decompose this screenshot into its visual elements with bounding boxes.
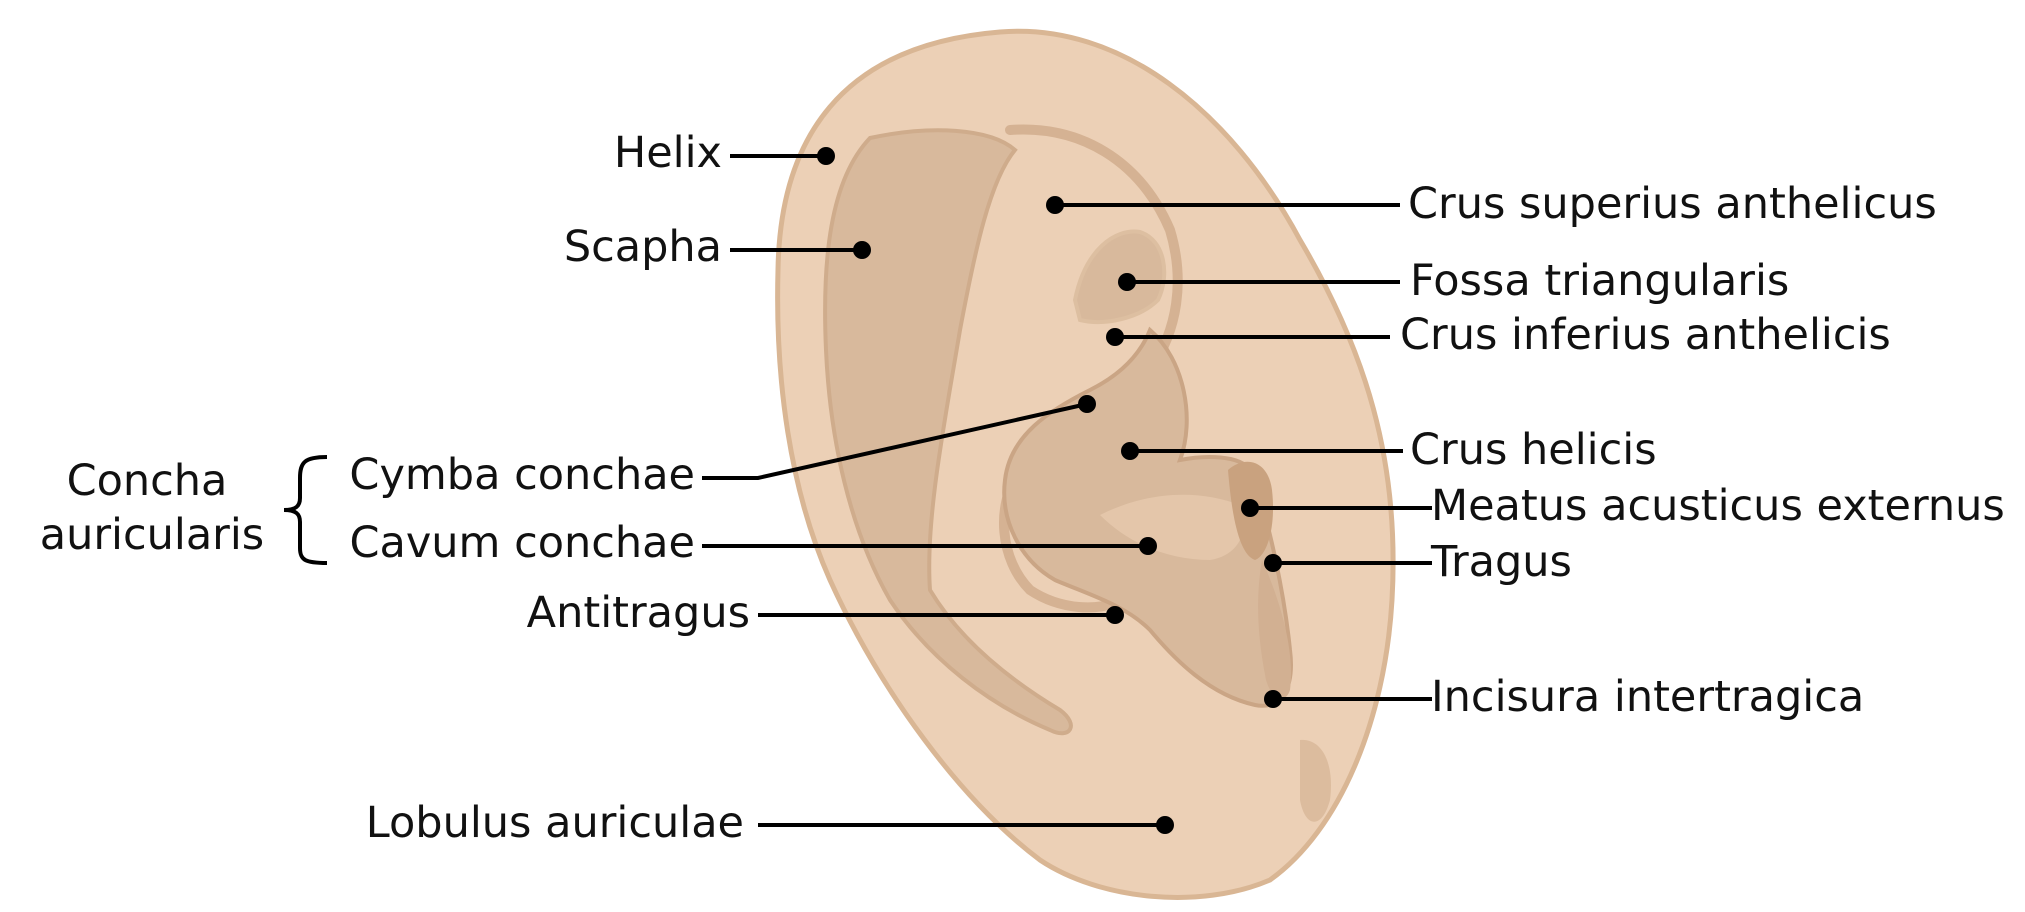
label-crus-inferius: Crus inferius anthelicis	[1400, 310, 1891, 360]
leader-cymba-conchae	[702, 402, 1088, 480]
label-tragus: Tragus	[1430, 537, 1572, 587]
label-concha-line2: auricularis	[40, 510, 264, 560]
dot-meatus	[1241, 499, 1259, 517]
leader-lines	[283, 147, 1432, 834]
dot-cavum-conchae	[1139, 537, 1157, 555]
label-concha-line1: Concha	[67, 456, 228, 506]
labels-left: Helix Scapha Concha auricularis Cymba co…	[40, 128, 750, 848]
dot-crus-superius	[1046, 196, 1064, 214]
dot-cymba-conchae	[1078, 395, 1096, 413]
label-cavum-conchae: Cavum conchae	[349, 518, 695, 568]
dot-tragus	[1264, 554, 1282, 572]
label-crus-superius: Crus superius anthelicus	[1408, 179, 1937, 229]
dot-fossa-triangularis	[1118, 273, 1136, 291]
dot-incisura	[1264, 690, 1282, 708]
label-helix: Helix	[614, 128, 722, 178]
label-antitragus: Antitragus	[527, 588, 750, 638]
label-cymba-conchae: Cymba conchae	[349, 450, 695, 500]
label-meatus: Meatus acusticus externus	[1431, 481, 2005, 531]
label-scapha: Scapha	[564, 222, 722, 272]
dot-crus-inferius	[1106, 328, 1124, 346]
scapha-groove	[823, 128, 1073, 736]
labels-right: Crus superius anthelicus Fossa triangula…	[1400, 179, 2005, 722]
label-fossa-triangularis: Fossa triangularis	[1410, 256, 1789, 306]
dot-helix	[817, 147, 835, 165]
dot-crus-helicis	[1121, 442, 1139, 460]
ear-illustration	[775, 28, 1396, 900]
fossa-triangularis-shape	[1072, 229, 1167, 324]
dot-scapha	[853, 241, 871, 259]
label-lobulus: Lobulus auriculae	[366, 798, 744, 848]
label-crus-helicis: Crus helicis	[1410, 425, 1657, 475]
tragus-shape	[1258, 560, 1291, 699]
dot-lobulus	[1156, 816, 1174, 834]
concha-brace	[283, 455, 328, 565]
dot-antitragus	[1106, 606, 1124, 624]
lobule-crease	[1300, 739, 1331, 822]
label-incisura: Incisura intertragica	[1431, 672, 1864, 722]
crus-helicis-ridge	[1100, 494, 1244, 560]
